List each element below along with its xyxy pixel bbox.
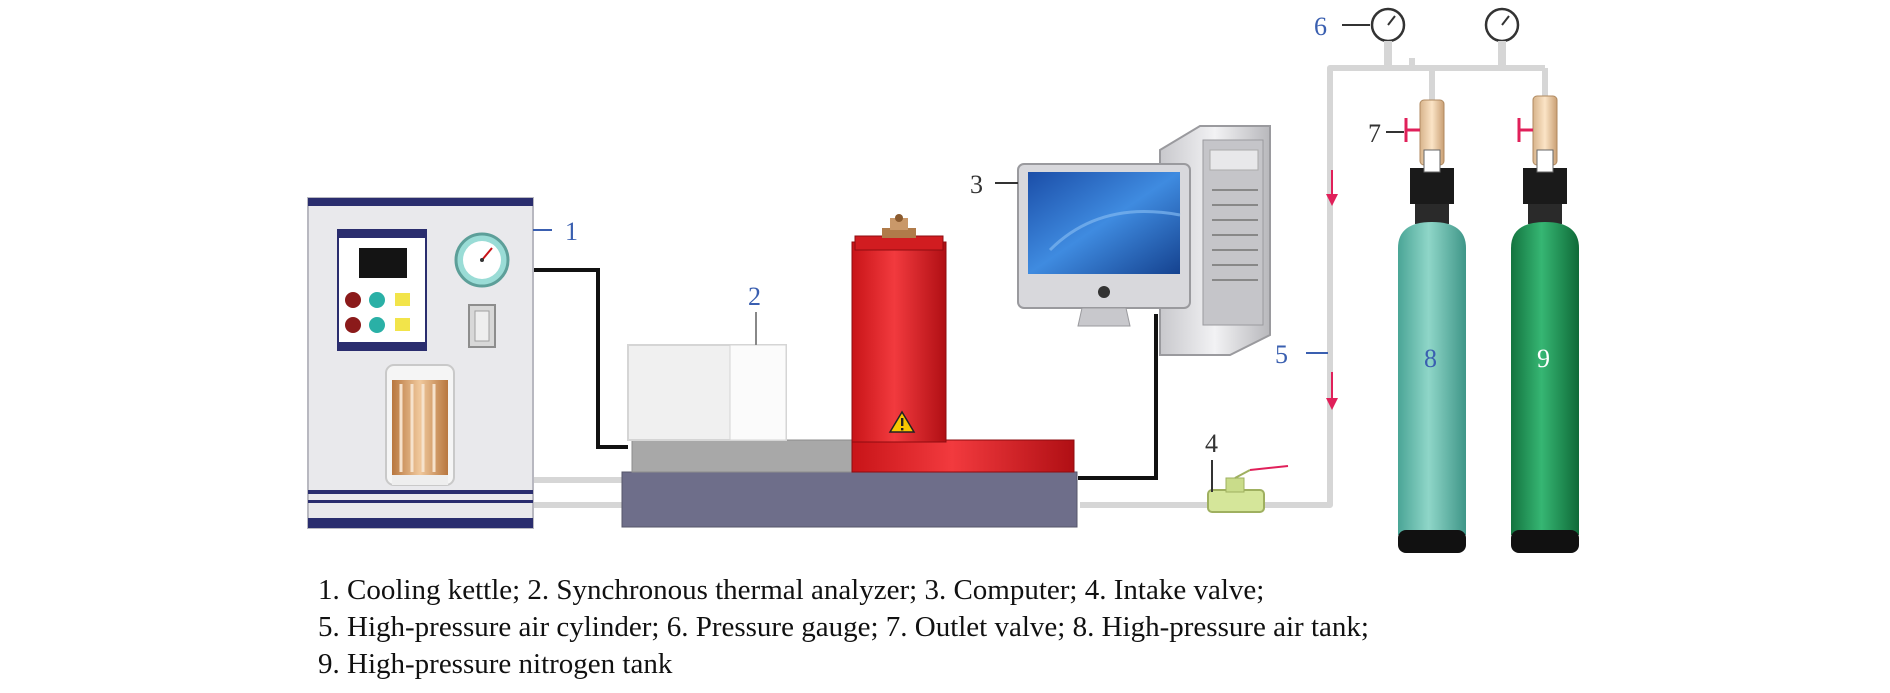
- label-intake-valve: 4: [1205, 429, 1218, 458]
- label-computer: 3: [970, 170, 983, 199]
- warning-icon: [888, 410, 916, 433]
- label-cooling-kettle: 1: [565, 217, 578, 246]
- outlet-valve[interactable]: [1404, 99, 1445, 166]
- intake-valve[interactable]: [1207, 465, 1289, 513]
- flow-arrow-icon: [1326, 372, 1338, 410]
- outlet-valve[interactable]: [1517, 95, 1558, 166]
- pressure-gauge-icon: [1484, 7, 1520, 68]
- control-button[interactable]: [395, 318, 410, 331]
- label-pressure-gauge: 6: [1314, 12, 1327, 41]
- monitor-screen: [1028, 172, 1180, 274]
- cooling-kettle: [307, 197, 534, 529]
- apple-logo-icon: [1098, 286, 1110, 298]
- caption-line-3: 9. High-pressure nitrogen tank: [318, 648, 673, 680]
- figure-caption: 1. Cooling kettle; 2. Synchronous therma…: [318, 572, 1818, 683]
- control-button[interactable]: [369, 317, 385, 333]
- control-button[interactable]: [345, 292, 361, 308]
- high-pressure-air-tank: [1398, 149, 1466, 553]
- label-thermal-analyzer: 2: [748, 282, 761, 311]
- pressure-gauge-icon: [454, 232, 510, 288]
- caption-line-2: 5. High-pressure air cylinder; 6. Pressu…: [318, 611, 1369, 643]
- label-outlet-valve: 7: [1368, 119, 1381, 148]
- furnace: [851, 439, 1075, 473]
- high-pressure-nitrogen-tank: [1511, 149, 1579, 553]
- temperature-display: [359, 248, 407, 278]
- label-air-tank: 8: [1424, 344, 1437, 373]
- synchronous-thermal-analyzer: [621, 214, 1078, 528]
- signal-cables: [533, 268, 1158, 480]
- label-nitrogen-tank: 9: [1537, 344, 1550, 373]
- gas-pipeline: [528, 58, 1548, 508]
- cooling-coil: [385, 364, 455, 486]
- control-button[interactable]: [369, 292, 385, 308]
- caption-line-1: 1. Cooling kettle; 2. Synchronous therma…: [318, 574, 1265, 606]
- control-button[interactable]: [395, 293, 410, 306]
- flow-arrow-icon: [1326, 170, 1338, 206]
- control-button[interactable]: [345, 317, 361, 333]
- analyzer-base: [621, 471, 1078, 528]
- label-air-cylinder: 5: [1275, 340, 1288, 369]
- pressure-gauge-icon: [1370, 7, 1406, 68]
- computer: [1017, 125, 1271, 356]
